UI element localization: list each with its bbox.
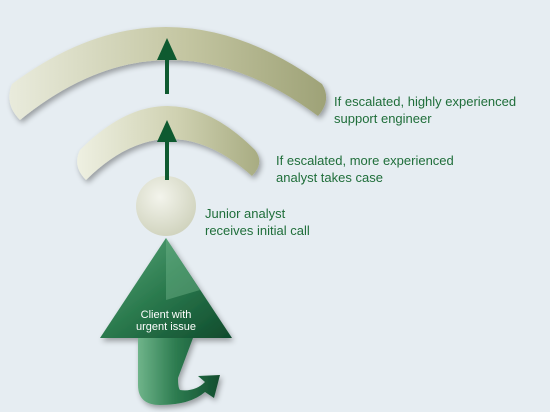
label-line: support engineer — [334, 111, 432, 126]
curved-arrow-icon — [100, 238, 232, 405]
outer-arc — [9, 27, 327, 120]
middle-arc — [77, 106, 260, 180]
level-label-junior-analyst: Junior analyst receives initial call — [205, 205, 310, 239]
label-line: If escalated, highly experienced — [334, 94, 517, 109]
client-line: Client with — [140, 309, 192, 321]
arrow-up-icon — [157, 38, 177, 94]
junior-dot — [136, 176, 196, 236]
label-line: analyst takes case — [276, 170, 383, 185]
label-line: Junior analyst — [205, 206, 286, 221]
client-line: urgent issue — [136, 321, 196, 333]
client-label: Client with urgent issue — [96, 309, 236, 333]
level-label-support-engineer: If escalated, highly experienced support… — [334, 93, 516, 127]
arrow-up-icon — [157, 120, 177, 180]
label-line: If escalated, more experienced — [276, 153, 454, 168]
label-line: receives initial call — [205, 223, 310, 238]
level-label-experienced-analyst: If escalated, more experienced analyst t… — [276, 152, 454, 186]
